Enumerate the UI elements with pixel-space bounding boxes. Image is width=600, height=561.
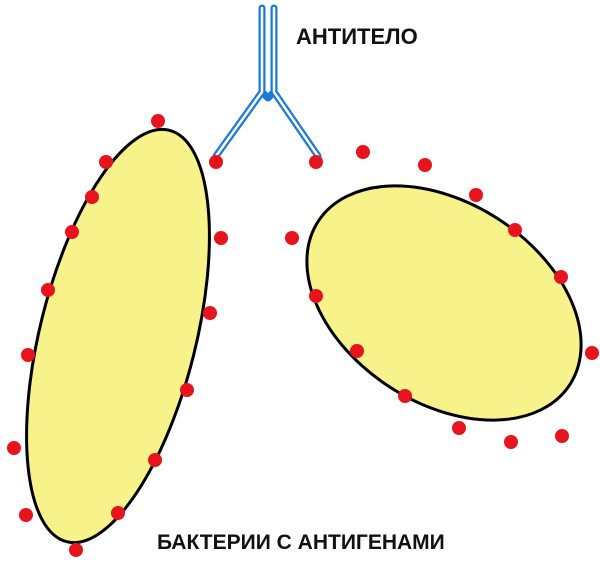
antigen-dot bbox=[585, 346, 599, 360]
antigen-dot bbox=[148, 453, 162, 467]
antigen-dot bbox=[418, 158, 432, 172]
antigen-dot bbox=[504, 435, 518, 449]
antibody-label: АНТИТЕЛО bbox=[296, 24, 418, 49]
antigen-dot bbox=[452, 421, 466, 435]
antigen-dot bbox=[350, 344, 364, 358]
antigen-dot bbox=[7, 441, 21, 455]
antigen-dot bbox=[203, 306, 217, 320]
antigen-dot bbox=[21, 348, 35, 362]
bacterium-left bbox=[0, 111, 245, 560]
antigen-dot bbox=[111, 506, 125, 520]
antigen-dot bbox=[555, 429, 569, 443]
antigen-dot bbox=[209, 155, 223, 169]
antigen-dot bbox=[65, 225, 79, 239]
antigen-dot bbox=[356, 145, 370, 159]
bacterium-right bbox=[264, 137, 600, 468]
antigen-dot bbox=[41, 283, 55, 297]
antigen-dot bbox=[285, 231, 299, 245]
antigen-dot bbox=[69, 543, 83, 557]
antigen-dot bbox=[19, 508, 33, 522]
antigen-dot bbox=[99, 155, 113, 169]
antigen-dot bbox=[180, 383, 194, 397]
antigen-dot bbox=[85, 190, 99, 204]
antigen-dot bbox=[214, 231, 228, 245]
bacteria-label: БАКТЕРИИ С АНТИГЕНАМИ bbox=[157, 531, 445, 554]
antigen-dot bbox=[309, 289, 323, 303]
antigen-dot bbox=[508, 223, 522, 237]
antigen-dot bbox=[554, 270, 568, 284]
antigen-dot bbox=[398, 389, 412, 403]
antigen-dot bbox=[309, 155, 323, 169]
antigen-dot bbox=[469, 188, 483, 202]
antigen-dot bbox=[151, 114, 165, 128]
